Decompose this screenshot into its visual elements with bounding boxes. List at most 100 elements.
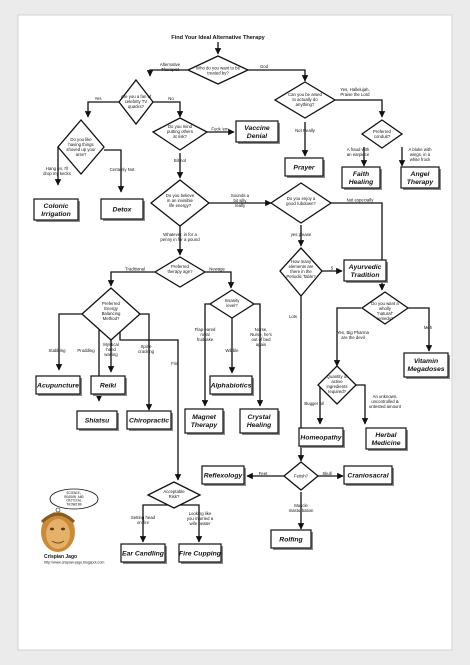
result-rolfing: Rolfing — [270, 529, 313, 550]
label-fuck-em: Fuck 'em — [211, 127, 229, 132]
paper — [17, 14, 453, 651]
label-bit-not: Bit not — [174, 158, 187, 163]
label-god: God — [260, 64, 269, 69]
label-no-1: No — [168, 96, 174, 101]
result-text-acupuncture: Acupuncture — [36, 383, 79, 390]
result-chiropractic: Chiropractic — [126, 410, 173, 431]
label-hallelujah: Yes, Hallelujah,Praise the Lord — [340, 87, 370, 97]
result-fire-cupping: Fire Cupping — [178, 543, 223, 564]
decision-arsed — [273, 81, 337, 119]
label-lots: Lots — [289, 314, 297, 319]
label-traditional: Traditional — [125, 267, 145, 272]
label-wibble: Wibble — [225, 348, 239, 353]
result-text-alphabiotics: Alphabiotics — [210, 383, 252, 390]
decision-therapy-age — [153, 256, 207, 288]
result-alphabiotics: Alphabiotics — [209, 375, 254, 396]
label-fire: Fire — [171, 361, 179, 366]
result-text-reiki: Reiki — [100, 383, 116, 390]
label-certainly-not: Certainly Not — [110, 167, 136, 172]
result-text-homeopathy: Homeopathy — [300, 435, 342, 442]
decision-rubdown — [269, 182, 333, 224]
decision-energy-method — [81, 287, 141, 341]
result-craniosacral: Craniosacral — [343, 465, 394, 486]
label-feet: Feet — [259, 471, 268, 476]
result-text-craniosacral: Craniosacral — [347, 473, 388, 480]
decision-treated-by — [186, 55, 250, 85]
label-bugger-all: Bugger all — [304, 401, 323, 406]
decision-acceptable-risk — [146, 481, 202, 509]
result-text-ear-candling: Ear Candling — [122, 551, 165, 558]
result-ear-candling: Ear Candling — [120, 543, 167, 564]
decision-things-shoved — [57, 118, 105, 176]
result-text-rolfing: Rolfing — [279, 537, 303, 544]
chart-title: Find Your Ideal Alternative Therapy — [171, 35, 265, 41]
author-name: Crispian Jago — [44, 554, 77, 560]
result-text-prayer: Prayer — [293, 165, 315, 172]
label-not-especially: Not especially — [347, 198, 375, 203]
decision-fetish-text: Fetish? — [294, 474, 309, 479]
result-shiatsu: Shiatsu — [76, 410, 119, 431]
decision-putting-risk — [151, 117, 209, 151]
author-avatar — [40, 512, 76, 552]
label-yes-1: Yes — [94, 96, 101, 101]
result-prayer: Prayer — [284, 157, 325, 178]
decision-insanity — [208, 289, 256, 319]
decision-preferred-conduit — [360, 119, 404, 149]
label-yes-please: yes please — [291, 232, 312, 237]
label-newage: Newage — [209, 267, 225, 272]
result-text-chiropractic: Chiropractic — [129, 418, 169, 425]
decision-invisible-energy — [149, 179, 211, 227]
result-text-detox: Detox — [113, 207, 133, 214]
decision-natural-remedy — [360, 291, 410, 325]
author-url: http://www.crispian-jago.blogspot.com — [44, 561, 104, 565]
result-acupuncture: Acupuncture — [35, 375, 82, 396]
label-meh: Meh — [424, 325, 433, 330]
result-detox: Detox — [100, 198, 145, 221]
result-homeopathy: Homeopathy — [298, 427, 345, 448]
